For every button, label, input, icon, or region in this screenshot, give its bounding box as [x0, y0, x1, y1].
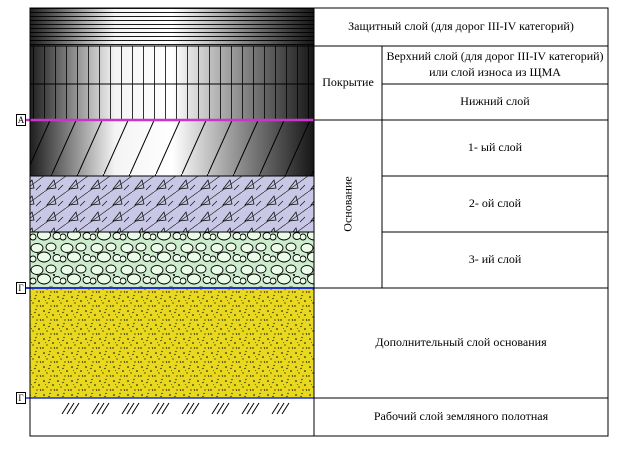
label-working: Рабочий слой земляного полотная	[373, 409, 549, 424]
layer-working	[30, 398, 314, 436]
layer-base-3	[30, 232, 314, 288]
label-base-3: 3- ий слой	[468, 252, 522, 267]
label-base: Основание	[340, 176, 355, 232]
label-upper: Верхний слой (для дорог III-IV категорий…	[386, 49, 604, 79]
table-grid	[29, 7, 609, 437]
layer-additional	[30, 288, 314, 398]
label-base-2: 2- ой слой	[468, 196, 522, 211]
marker-a: А	[16, 114, 26, 126]
label-additional: Дополнительный слой основания	[375, 335, 547, 350]
label-base-1: 1- ый слой	[467, 140, 523, 155]
layer-base-2	[30, 176, 314, 232]
marker-g2: Г	[16, 392, 26, 404]
label-lower: Нижний слой	[460, 94, 530, 109]
label-protective: Защитный слой (для дорог III-IV категори…	[348, 19, 574, 34]
marker-g1: Г	[16, 282, 26, 294]
layer-upper	[30, 46, 314, 84]
layer-lower	[30, 84, 314, 120]
layer-protective	[30, 8, 314, 46]
label-coating: Покрытие	[322, 75, 374, 90]
layer-base-1	[30, 120, 314, 176]
